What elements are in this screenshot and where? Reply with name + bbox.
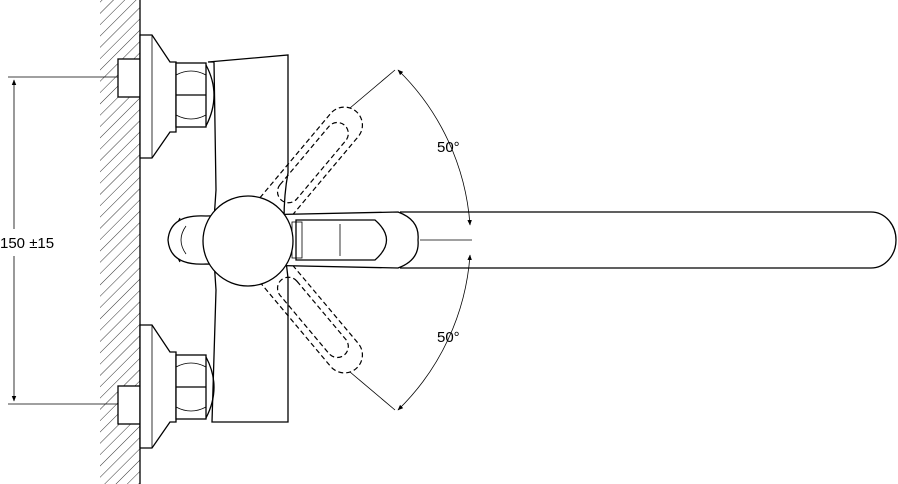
cartridge-knob bbox=[202, 195, 294, 287]
lower-eccentric-connector bbox=[117, 324, 215, 449]
angle-lower-label: 50° bbox=[437, 329, 460, 346]
angle-upper-label: 50° bbox=[437, 139, 460, 156]
mount-spacing-label: 150 ±15 bbox=[0, 235, 54, 252]
mount-spacing-dimension: 150 ±15 bbox=[0, 76, 118, 405]
upper-eccentric-connector bbox=[117, 34, 215, 159]
angle-dimension: 50° 50° bbox=[349, 69, 472, 411]
